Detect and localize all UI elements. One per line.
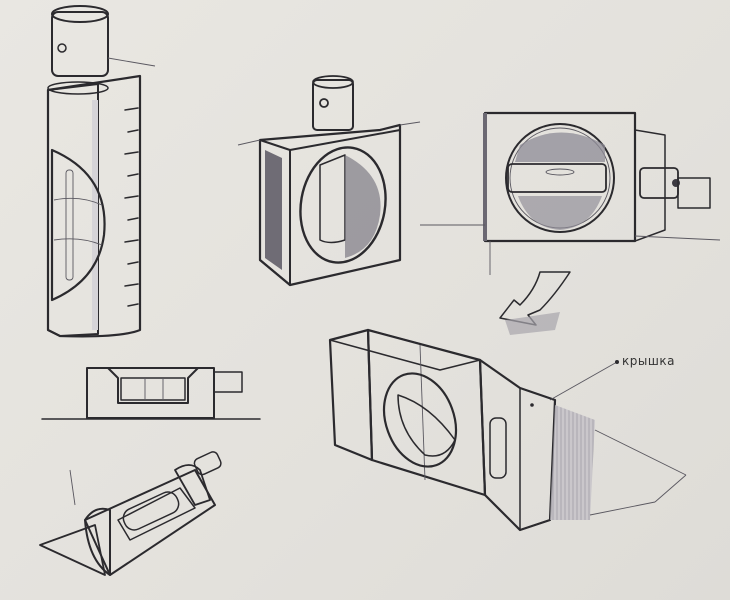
square-frame-level — [237, 75, 421, 287]
curved-arrow — [499, 271, 571, 335]
flat-bar-level — [41, 367, 261, 420]
cap-annotation: крышка — [622, 354, 675, 368]
box-level-with-cap — [328, 328, 687, 532]
triangular-base-level — [39, 451, 222, 576]
round-window-level — [420, 111, 721, 275]
tall-cylinder-level — [46, 5, 156, 338]
